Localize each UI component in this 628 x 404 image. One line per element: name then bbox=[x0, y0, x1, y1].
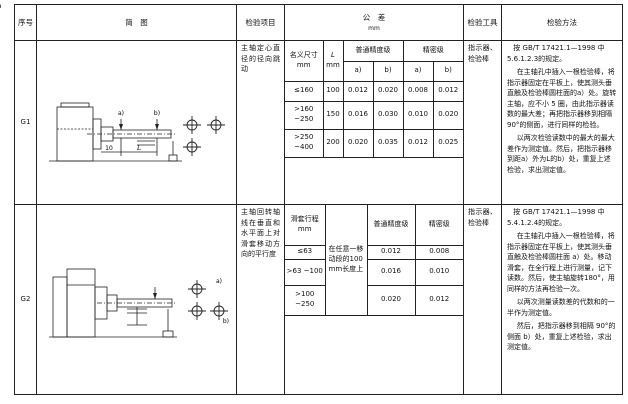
label-b: b) bbox=[154, 110, 160, 117]
check-item: 主轴回转轴线在垂直和水平面上对滑套移动方向的平行度 bbox=[236, 204, 285, 395]
col-size: 名义尺寸 mm bbox=[285, 41, 324, 82]
sketch-cell: a) b) bbox=[36, 204, 237, 395]
label-b: b) bbox=[223, 318, 229, 325]
label-a: a) bbox=[118, 110, 124, 117]
tolerance-table: 名义尺寸 mm L mm 普通精度级 精密级 a) b) a) b) bbox=[285, 41, 463, 160]
within-length: 在任意一移动段的100 mm长度上 bbox=[324, 205, 368, 316]
check-tool: 指示器、检验棒 bbox=[463, 204, 502, 395]
row-id: G1 bbox=[14, 40, 37, 205]
tolerance-cell: 名义尺寸 mm L mm 普通精度级 精密级 a) b) a) b) bbox=[284, 40, 464, 205]
header-item: 检验项目 bbox=[236, 4, 285, 41]
check-tool: 指示器、检验棒 bbox=[463, 40, 502, 205]
label-dim-10: 10 bbox=[105, 145, 113, 152]
table-row: ≤160 100 0.012 0.020 0.008 0.012 bbox=[285, 80, 463, 102]
tolerance-table: 滑套行程 mm 在任意一移动段的100 mm长度上 普通精度级 精密级 ≤63 … bbox=[285, 205, 463, 318]
header-seq: 序号 bbox=[14, 4, 37, 41]
check-item: 主轴定心直径的径向跳动 bbox=[236, 40, 285, 205]
page-number: 2 bbox=[0, 4, 2, 9]
section-circles bbox=[183, 115, 225, 156]
table-row: ≤63 0.012 0.008 bbox=[285, 244, 463, 260]
table-row: >100 ~250 0.020 0.012 bbox=[285, 284, 463, 316]
check-method: 按 GB/T 17421.1—1998 中5.4.1.2.4的规定。 在主轴孔中… bbox=[501, 204, 623, 395]
table-row: >250 ~400 200 0.020 0.035 0.012 0.025 bbox=[285, 128, 463, 158]
tolerance-cell: 滑套行程 mm 在任意一移动段的100 mm长度上 普通精度级 精密级 ≤63 … bbox=[284, 204, 464, 395]
col-normal: 普通精度级 bbox=[342, 41, 404, 62]
col-precise: 精密级 bbox=[414, 205, 463, 246]
header-tool: 检验工具 bbox=[463, 4, 502, 41]
table-row: G2 bbox=[14, 204, 623, 395]
tolerance-title: 公 差 bbox=[362, 13, 386, 23]
header-method: 检验方法 bbox=[501, 4, 623, 41]
spindle-runout-sketch: a) b) 10 L bbox=[49, 102, 225, 161]
check-method: 按 GB/T 17421.1—1998 中5.6.1.2.3的规定。 在主轴孔中… bbox=[501, 40, 623, 205]
col-normal: 普通精度级 bbox=[366, 205, 416, 246]
sketch-cell: a) b) 10 L bbox=[36, 40, 237, 205]
label-L: L bbox=[136, 145, 141, 152]
row-id: G2 bbox=[14, 204, 37, 395]
inspection-table: 序号 简 图 检验项目 公 差 mm 检验工具 检验方法 G1 bbox=[14, 4, 623, 395]
tolerance-unit: mm bbox=[368, 24, 380, 32]
table-row: >160 ~250 150 0.016 0.030 0.010 0.020 bbox=[285, 100, 463, 130]
spindle-parallelism-sketch: a) b) bbox=[49, 268, 229, 337]
col-precise: 精密级 bbox=[402, 41, 463, 62]
header-diagram: 简 图 bbox=[36, 4, 237, 41]
table-row: >63 ~100 0.016 0.010 bbox=[285, 258, 463, 286]
label-a: a) bbox=[216, 278, 222, 285]
section-circles bbox=[188, 279, 228, 320]
col-stroke: 滑套行程 mm bbox=[285, 205, 326, 246]
header-row: 序号 简 图 检验项目 公 差 mm 检验工具 检验方法 bbox=[14, 4, 623, 41]
table-row: G1 bbox=[14, 40, 623, 205]
header-tolerance: 公 差 mm bbox=[284, 4, 464, 41]
col-L: L mm bbox=[322, 41, 344, 82]
